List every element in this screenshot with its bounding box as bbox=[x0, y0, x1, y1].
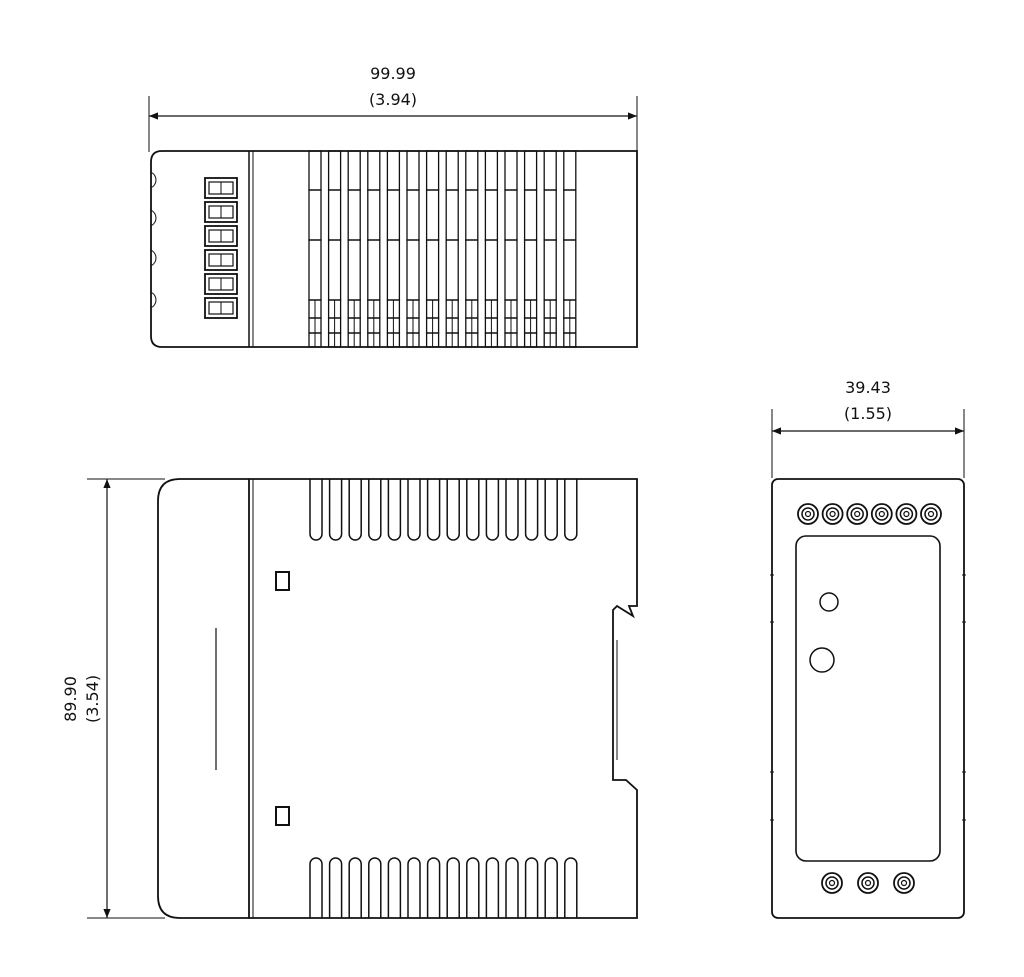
top-view: 99.99 (3.94) bbox=[148, 64, 638, 348]
terminal-screw bbox=[893, 872, 915, 894]
vent-slot-bottom bbox=[368, 857, 382, 918]
depth-mm-label: 39.43 bbox=[845, 378, 891, 397]
vent-slot-bottom bbox=[407, 857, 421, 918]
vent-slot-top bbox=[485, 479, 500, 541]
vent-slot-bottom bbox=[564, 857, 578, 918]
top-vent-slots bbox=[308, 150, 577, 348]
terminal-screw bbox=[857, 872, 879, 894]
led-indicator bbox=[819, 592, 839, 612]
vent-slot-top bbox=[446, 479, 460, 541]
vent-slot-bottom bbox=[466, 857, 480, 918]
vent-column bbox=[425, 150, 440, 348]
vent-column bbox=[327, 150, 342, 348]
terminal-block bbox=[204, 177, 238, 319]
vent-slot-top bbox=[387, 479, 402, 541]
front-view: 39.43 (1.55) bbox=[770, 378, 966, 919]
vent-slot-bottom bbox=[328, 857, 343, 918]
side-body-outline bbox=[249, 478, 638, 919]
vent-column bbox=[406, 150, 420, 348]
side-mark-lower bbox=[275, 806, 290, 826]
vent-slot-bottom bbox=[524, 857, 539, 918]
vent-column bbox=[308, 150, 322, 348]
vent-slot-top bbox=[328, 479, 343, 541]
vent-slot-bottom bbox=[505, 857, 519, 918]
vent-slot-top bbox=[466, 479, 480, 541]
front-label-panel bbox=[795, 535, 941, 862]
vent-slot-bottom bbox=[348, 857, 362, 918]
height-inch-label: (3.54) bbox=[83, 675, 102, 723]
terminal-clamp bbox=[204, 297, 238, 319]
terminal-clamp bbox=[204, 273, 238, 295]
vent-slot-top bbox=[524, 479, 539, 541]
vent-slot-top bbox=[544, 479, 558, 541]
vent-column bbox=[523, 150, 538, 348]
front-housing bbox=[771, 478, 965, 919]
vent-slot-top bbox=[348, 479, 362, 541]
vent-slot-top bbox=[407, 479, 421, 541]
terminal-clamp bbox=[204, 225, 238, 247]
depth-inch-label: (1.55) bbox=[844, 404, 892, 423]
top-view-outline bbox=[150, 150, 638, 348]
vent-column bbox=[563, 150, 577, 348]
vent-column bbox=[484, 150, 499, 348]
vent-column bbox=[504, 150, 518, 348]
terminal-screw bbox=[821, 872, 843, 894]
vent-column bbox=[347, 150, 361, 348]
terminal-screw bbox=[797, 503, 819, 525]
vent-slot-bottom bbox=[446, 857, 460, 918]
vent-slot-bottom bbox=[387, 857, 402, 918]
vent-slot-bottom bbox=[485, 857, 500, 918]
vent-column bbox=[386, 150, 401, 348]
side-front-cover bbox=[157, 478, 250, 919]
vent-column bbox=[465, 150, 479, 348]
vent-column bbox=[445, 150, 459, 348]
front-terminal-screws-top bbox=[797, 503, 942, 525]
vent-slot-top bbox=[426, 479, 441, 541]
side-view: 89.90 (3.54) bbox=[61, 478, 638, 919]
width-mm-label: 99.99 bbox=[370, 64, 416, 83]
width-dimension: 99.99 (3.94) bbox=[148, 64, 638, 152]
vent-slot-top bbox=[564, 479, 578, 541]
vent-slot-bottom bbox=[309, 857, 323, 918]
width-inch-label: (3.94) bbox=[369, 90, 417, 109]
terminal-screw bbox=[846, 503, 869, 525]
terminal-clamp bbox=[204, 249, 238, 271]
vent-slot-top bbox=[309, 479, 323, 541]
terminal-screw bbox=[821, 503, 844, 525]
vent-column bbox=[367, 150, 381, 348]
terminal-screw bbox=[895, 503, 918, 525]
vent-slot-top bbox=[505, 479, 519, 541]
terminal-clamp bbox=[204, 177, 238, 199]
terminal-clamp bbox=[204, 201, 238, 223]
terminal-screw bbox=[870, 503, 893, 525]
vent-slot-bottom bbox=[426, 857, 441, 918]
side-vent-slots bbox=[309, 479, 578, 918]
vent-slot-top bbox=[368, 479, 382, 541]
vent-slot-bottom bbox=[544, 857, 558, 918]
terminal-screw bbox=[920, 503, 942, 525]
vent-column bbox=[543, 150, 557, 348]
front-terminal-screws-bottom bbox=[821, 872, 915, 894]
voltage-adjust-pot bbox=[809, 647, 835, 673]
depth-dimension: 39.43 (1.55) bbox=[771, 378, 965, 478]
height-mm-label: 89.90 bbox=[61, 676, 80, 722]
side-mark-upper bbox=[275, 571, 290, 591]
height-dimension: 89.90 (3.54) bbox=[61, 478, 165, 919]
